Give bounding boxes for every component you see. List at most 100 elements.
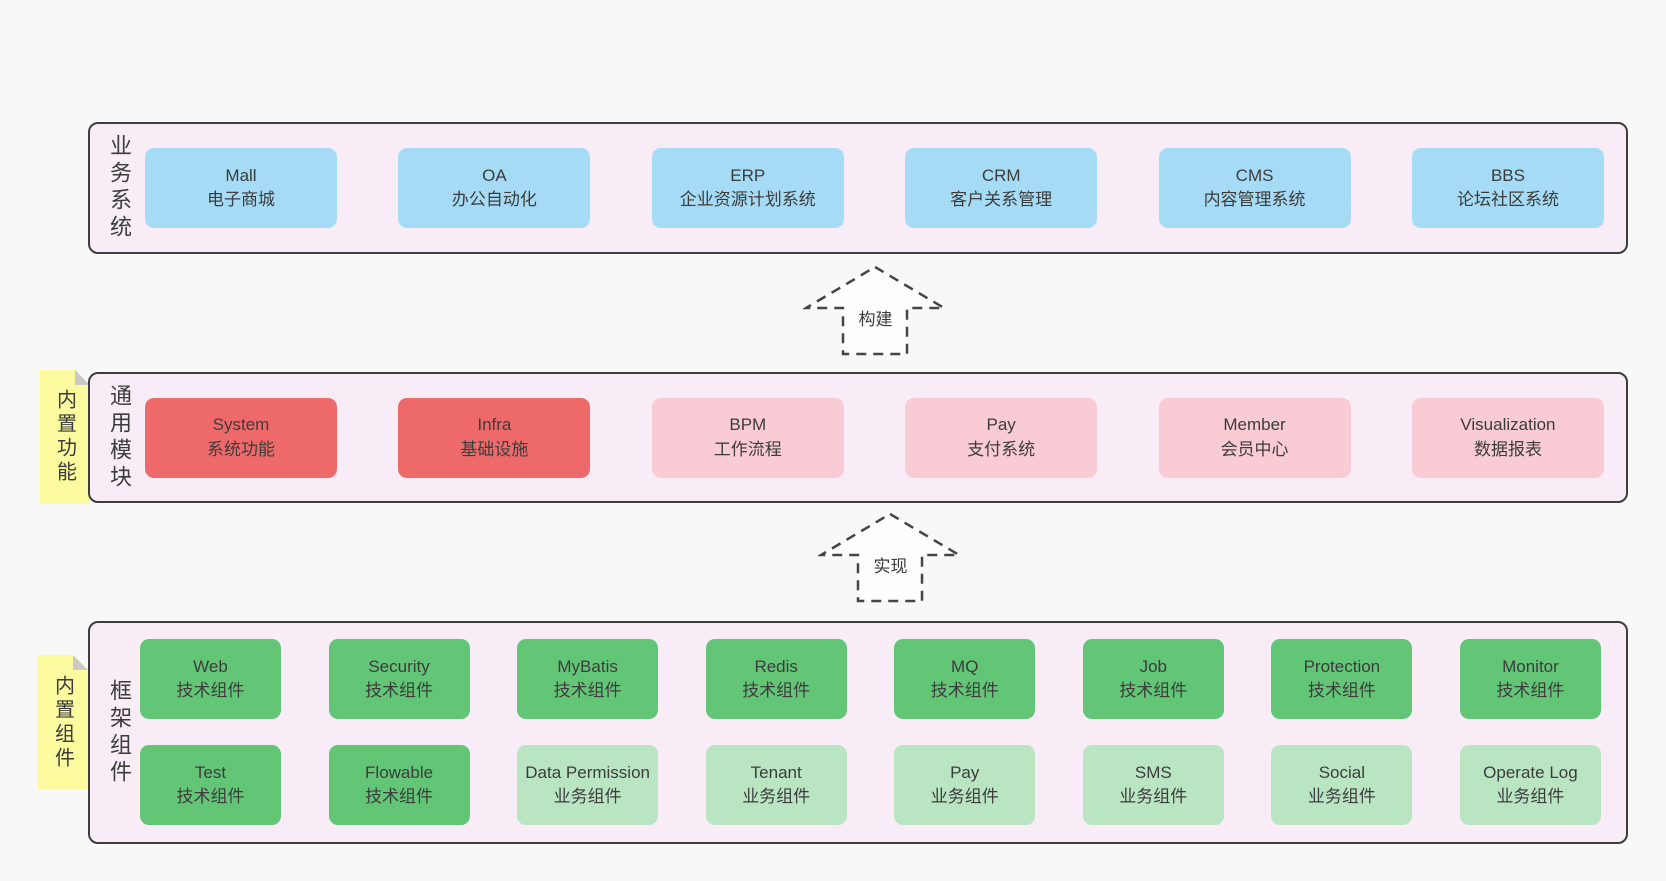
box-visualization: Visualization 数据报表 — [1411, 397, 1604, 478]
sticky-note-built-in-components: 内置组件 — [38, 655, 88, 790]
box-subtitle: 论坛社区系统 — [1456, 190, 1559, 209]
box-social: Social 业务组件 — [1271, 745, 1413, 825]
note-text: 内置组件 — [51, 674, 74, 771]
business-box-row: Mall 电子商城 OA 办公自动化 ERP 企业资源计划系统 CRM 客户关系… — [90, 148, 1626, 228]
box-subtitle: 技术组件 — [1119, 681, 1188, 700]
box-subtitle: 技术组件 — [365, 787, 434, 806]
box-subtitle: 业务组件 — [1119, 787, 1188, 806]
arrow-label-bg — [864, 550, 917, 580]
section-business-systems: 业务系统 Mall 电子商城 OA 办公自动化 ERP 企业资源计划系统 CRM… — [88, 122, 1628, 254]
box-title: OA — [482, 165, 507, 185]
arrow-label: 实现 — [874, 557, 908, 576]
box-mall: Mall 电子商城 — [145, 148, 337, 228]
box-bpm: BPM 工作流程 — [651, 397, 844, 478]
box-mq: MQ 技术组件 — [894, 639, 1036, 719]
box-title: Protection — [1303, 656, 1381, 676]
box-title: BPM — [729, 415, 767, 435]
box-crm: CRM 客户关系管理 — [905, 148, 1098, 228]
box-subtitle: 业务组件 — [553, 787, 622, 806]
box-subtitle: 企业资源计划系统 — [679, 190, 816, 209]
arrow-implement: 实现 — [818, 512, 963, 603]
box-title: MyBatis — [557, 656, 618, 676]
box-infra: Infra 基础设施 — [398, 397, 591, 478]
box-title: Operate Log — [1483, 762, 1578, 782]
arrow-label: 构建 — [859, 310, 893, 329]
box-title: Flowable — [365, 762, 434, 782]
box-subtitle: 基础设施 — [460, 439, 529, 459]
note-fold-corner-icon — [73, 655, 88, 670]
box-title: Test — [194, 762, 227, 782]
box-subtitle: 技术组件 — [176, 681, 245, 700]
box-subtitle: 客户关系管理 — [950, 190, 1053, 209]
note-text: 内置功能 — [53, 389, 76, 485]
box-title: CMS — [1235, 165, 1274, 185]
box-title: BBS — [1490, 165, 1525, 185]
box-pay-component: Pay 业务组件 — [894, 745, 1036, 825]
box-subtitle: 技术组件 — [930, 681, 999, 700]
box-subtitle: 技术组件 — [553, 681, 622, 700]
box-title: Visualization — [1460, 415, 1556, 435]
box-subtitle: 会员中心 — [1220, 439, 1289, 459]
box-title: Pay — [950, 762, 980, 782]
box-subtitle: 支付系统 — [967, 439, 1036, 459]
box-data-permission: Data Permission 业务组件 — [517, 745, 659, 825]
box-mybatis: MyBatis 技术组件 — [517, 639, 659, 719]
box-title: Social — [1318, 762, 1366, 782]
box-protection: Protection 技术组件 — [1271, 639, 1413, 719]
section-common-modules: 通用模块 System 系统功能 Infra 基础设施 BPM 工作流程 Pay… — [88, 372, 1628, 503]
box-test: Test 技术组件 — [140, 745, 281, 825]
box-title: Security — [368, 656, 430, 676]
box-title: MQ — [951, 656, 979, 676]
section-label-business-systems: 业务系统 — [107, 134, 132, 242]
box-monitor: Monitor 技术组件 — [1459, 639, 1601, 719]
box-member: Member 会员中心 — [1158, 397, 1351, 478]
framework-box-row-1: Web 技术组件 Security 技术组件 MyBatis 技术组件 Redi… — [90, 639, 1626, 719]
box-cms: CMS 内容管理系统 — [1158, 148, 1351, 228]
box-subtitle: 技术组件 — [365, 681, 434, 700]
box-subtitle: 内容管理系统 — [1203, 190, 1306, 209]
box-subtitle: 办公自动化 — [451, 190, 537, 209]
box-title: Redis — [754, 656, 798, 676]
box-subtitle: 系统功能 — [207, 439, 275, 459]
box-job: Job 技术组件 — [1082, 639, 1224, 719]
box-sms: SMS 业务组件 — [1082, 745, 1224, 825]
box-subtitle: 技术组件 — [1307, 681, 1376, 700]
box-title: System — [212, 415, 270, 435]
section-framework-components: 框架组件 Web 技术组件 Security 技术组件 MyBatis 技术组件… — [88, 621, 1628, 844]
box-title: CRM — [981, 165, 1021, 185]
box-subtitle: 业务组件 — [1496, 787, 1565, 806]
arrow-build: 构建 — [803, 265, 948, 356]
box-redis: Redis 技术组件 — [705, 639, 847, 719]
box-title: Tenant — [750, 762, 802, 782]
box-title: Mall — [225, 165, 257, 185]
box-oa: OA 办公自动化 — [398, 148, 591, 228]
box-title: SMS — [1134, 762, 1172, 782]
box-subtitle: 业务组件 — [1307, 787, 1376, 806]
box-subtitle: 电子商城 — [207, 190, 275, 209]
box-subtitle: 技术组件 — [742, 681, 811, 700]
box-tenant: Tenant 业务组件 — [705, 745, 847, 825]
box-bbs: BBS 论坛社区系统 — [1411, 148, 1604, 228]
box-title: ERP — [730, 165, 766, 185]
sticky-note-built-in-features: 内置功能 — [40, 370, 90, 504]
box-title: Monitor — [1502, 656, 1559, 676]
box-web: Web 技术组件 — [140, 639, 281, 719]
box-subtitle: 技术组件 — [176, 787, 245, 806]
box-title: Infra — [477, 415, 512, 435]
box-title: Member — [1223, 415, 1286, 435]
box-subtitle: 业务组件 — [742, 787, 811, 806]
box-subtitle: 数据报表 — [1473, 439, 1542, 459]
box-title: Pay — [986, 415, 1016, 435]
box-flowable: Flowable 技术组件 — [328, 745, 470, 825]
box-subtitle: 工作流程 — [713, 439, 782, 459]
box-title: Web — [193, 656, 228, 676]
box-erp: ERP 企业资源计划系统 — [651, 148, 844, 228]
box-title: Data Permission — [525, 762, 650, 782]
section-label-framework-components: 框架组件 — [107, 678, 132, 787]
box-operate-log: Operate Log 业务组件 — [1459, 745, 1601, 825]
box-pay-system: Pay 支付系统 — [905, 397, 1098, 478]
common-box-row: System 系统功能 Infra 基础设施 BPM 工作流程 Pay 支付系统… — [90, 397, 1626, 478]
arrow-label-bg — [849, 303, 902, 333]
box-subtitle: 业务组件 — [930, 787, 999, 806]
section-label-common-modules: 通用模块 — [107, 383, 132, 492]
